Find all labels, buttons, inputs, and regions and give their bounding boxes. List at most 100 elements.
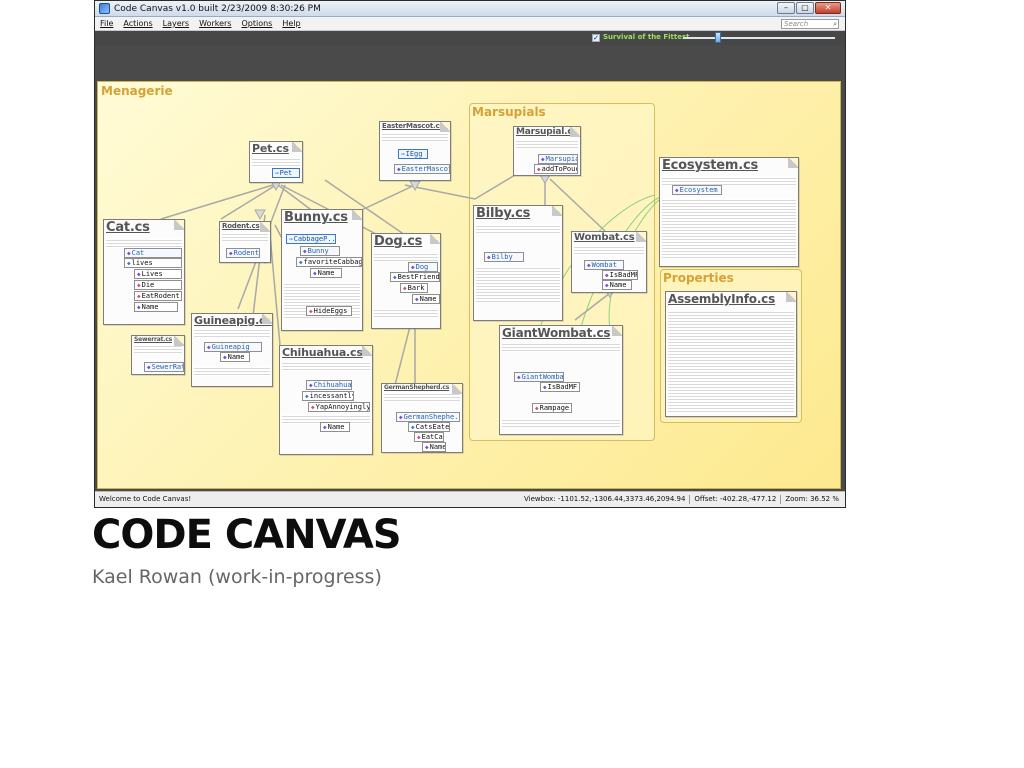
member-addtopouch[interactable]: ◆addToPouch: [534, 164, 578, 174]
interface-icon: ⊸: [289, 236, 293, 243]
file-card-pet[interactable]: Pet.cs ⊸Pet: [249, 141, 303, 183]
member-pet[interactable]: ⊸Pet: [272, 168, 300, 178]
file-card-marsupial[interactable]: Marsupial.cs ◆Marsupial ◆addToPouch: [513, 126, 581, 176]
member-label: Name: [141, 303, 159, 311]
member-iegg[interactable]: ⊸IEgg: [398, 149, 428, 159]
offset-readout: Offset: -402.28,-477.12: [694, 495, 777, 503]
code-lines: [384, 392, 460, 402]
survival-filter-label[interactable]: Survival of the Fittest: [603, 33, 690, 41]
property-icon: ◆: [323, 424, 327, 431]
field-icon: ◆: [127, 260, 131, 267]
member-label: Ecosystem: [679, 186, 718, 194]
member-catseaten[interactable]: ◆CatsEaten: [408, 422, 450, 432]
property-icon: ◆: [415, 296, 419, 303]
file-card-guineapig[interactable]: Guineapig.cs ◆Guineapig ◆Name: [191, 313, 273, 387]
method-icon: ◆: [535, 405, 539, 412]
class-icon: ◆: [127, 250, 131, 257]
member-germanshepherd[interactable]: ◆GermanShephe...: [396, 412, 460, 422]
close-button[interactable]: ✕: [815, 2, 841, 14]
member-name[interactable]: ◆Name: [602, 280, 632, 290]
zoom-slider-thumb[interactable]: [714, 32, 721, 43]
class-icon: ◆: [147, 364, 151, 371]
member-bestfriend[interactable]: ◆BestFriend: [390, 272, 440, 282]
member-ecosystem[interactable]: ◆Ecosystem: [672, 185, 722, 195]
survival-filter-checkbox[interactable]: ✓: [592, 34, 600, 42]
method-icon: ◆: [403, 285, 407, 292]
member-favoritecabbage[interactable]: ◆favoriteCabbag...: [296, 257, 362, 267]
member-name[interactable]: ◆Name: [310, 268, 342, 278]
member-wombat[interactable]: ◆Wombat: [584, 260, 624, 270]
file-card-sewerrat[interactable]: Sewerrat.cs ◆SewerRat: [131, 335, 185, 375]
member-name[interactable]: ◆Name: [134, 302, 178, 312]
maximize-button[interactable]: ▢: [796, 2, 814, 14]
title-bar[interactable]: Code Canvas v1.0 built 2/23/2009 8:30:26…: [95, 1, 845, 17]
member-lives-property[interactable]: ◆Lives: [134, 269, 182, 279]
method-icon: ◆: [417, 434, 421, 441]
file-card-dog[interactable]: Dog.cs ◆Dog ◆BestFriend ◆Bark ◆Name: [371, 233, 441, 329]
zoom-slider-track[interactable]: [683, 37, 835, 39]
member-name[interactable]: ◆Name: [422, 442, 446, 452]
file-card-cat[interactable]: Cat.cs ◆Cat ◆lives ◆Lives ◆Die ◆EatRoden…: [103, 219, 185, 325]
member-chihuahua[interactable]: ◆Chihuahua: [306, 380, 352, 390]
member-bunny[interactable]: ◆Bunny: [300, 246, 340, 256]
member-cabbagepatch[interactable]: ⊸CabbageP...: [286, 234, 336, 244]
file-card-wombat[interactable]: Wombat.cs ◆Wombat ◆IsBadMF ◆Name: [571, 231, 647, 293]
member-cat[interactable]: ◆Cat: [124, 248, 182, 258]
member-yapannoyingly[interactable]: ◆YapAnnoyingly: [308, 402, 370, 412]
file-card-giantwombat[interactable]: GiantWombat.cs ◆GiantWombat ◆IsBadMF ◆Ra…: [499, 325, 623, 435]
menu-bar: File Actions Layers Workers Options Help…: [95, 17, 845, 31]
file-card-eastermascot[interactable]: EasterMascot.cs ⊸IEgg ◆EasterMascot: [379, 121, 451, 181]
member-eastermascot[interactable]: ◆EasterMascot: [394, 164, 450, 174]
member-dog[interactable]: ◆Dog: [408, 262, 438, 272]
member-bilby[interactable]: ◆Bilby: [484, 252, 524, 262]
member-marsupial[interactable]: ◆Marsupial: [538, 154, 578, 164]
property-icon: ◆: [313, 270, 317, 277]
member-label: Name: [429, 443, 446, 451]
member-label: GiantWombat: [521, 373, 564, 381]
menu-workers[interactable]: Workers: [199, 19, 232, 28]
menu-help[interactable]: Help: [282, 19, 301, 28]
member-isbadmf[interactable]: ◆IsBadMF: [540, 382, 580, 392]
file-card-assemblyinfo[interactable]: AssemblyInfo.cs: [665, 291, 797, 417]
member-eatrodent[interactable]: ◆EatRodent: [134, 291, 182, 301]
file-card-bunny[interactable]: Bunny.cs ⊸CabbageP... ◆Bunny ◆favoriteCa…: [281, 209, 363, 331]
class-icon: ◆: [487, 254, 491, 261]
member-label: addToPouch: [541, 165, 577, 173]
magnifier-icon[interactable]: ⌕: [833, 20, 837, 28]
file-card-bilby[interactable]: Bilby.cs ◆Bilby: [473, 205, 563, 321]
status-message: Welcome to Code Canvas!: [99, 495, 192, 503]
member-rampage[interactable]: ◆Rampage: [532, 403, 572, 413]
member-label: IsBadMF: [547, 383, 578, 391]
member-lives-field[interactable]: ◆lives: [124, 258, 182, 268]
member-isbadmf[interactable]: ◆IsBadMF: [602, 270, 638, 280]
menu-layers[interactable]: Layers: [162, 19, 190, 28]
file-card-ecosystem[interactable]: Ecosystem.cs ◆Ecosystem: [659, 157, 799, 267]
member-name[interactable]: ◆Name: [320, 422, 350, 432]
member-rodent[interactable]: ◆Rodent: [226, 248, 260, 258]
member-eatcat[interactable]: ◆EatCat: [414, 432, 444, 442]
member-name[interactable]: ◆Name: [220, 352, 250, 362]
member-hideeggs[interactable]: ◆HideEggs: [306, 306, 352, 316]
class-icon: ◆: [309, 382, 313, 389]
member-name[interactable]: ◆Name: [412, 294, 440, 304]
file-card-rodent[interactable]: Rodent.cs ◆Rodent: [219, 221, 271, 263]
member-guineapig[interactable]: ◆Guineapig: [204, 342, 262, 352]
file-title-sewerrat: Sewerrat.cs: [134, 336, 173, 343]
menu-actions[interactable]: Actions: [123, 19, 153, 28]
member-incessantly[interactable]: ◆incessantly: [302, 391, 354, 401]
member-die[interactable]: ◆Die: [134, 280, 182, 290]
member-bark[interactable]: ◆Bark: [400, 283, 428, 293]
file-card-chihuahua[interactable]: Chihuahua.cs ◆Chihuahua ◆incessantly ◆Ya…: [279, 345, 373, 455]
code-canvas[interactable]: Menagerie Marsupials Properties: [95, 45, 845, 491]
code-lines: [222, 232, 268, 242]
menu-options[interactable]: Options: [241, 19, 273, 28]
member-label: IsBadMF: [609, 271, 638, 279]
file-card-germanshepherd[interactable]: GermanShepherd.cs ◆GermanShephe... ◆Cats…: [381, 383, 463, 453]
minimize-button[interactable]: –: [777, 2, 795, 14]
method-icon: ◆: [311, 404, 315, 411]
member-sewerrat[interactable]: ◆SewerRat: [144, 362, 184, 372]
member-giantwombat[interactable]: ◆GiantWombat: [514, 372, 564, 382]
search-input[interactable]: Search ⌕: [781, 19, 839, 29]
menu-file[interactable]: File: [100, 19, 114, 28]
